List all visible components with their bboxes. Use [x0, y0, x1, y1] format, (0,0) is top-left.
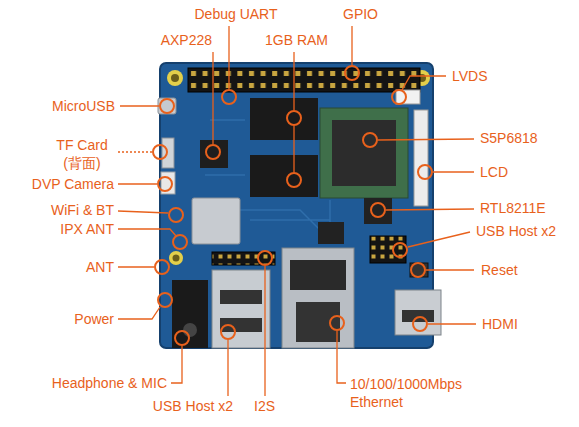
callout-label: HDMI: [482, 315, 518, 333]
callout-label: Power: [74, 310, 114, 328]
callout-label: TF Card (背面): [50, 136, 114, 172]
callout-label: 1GB RAM: [265, 31, 328, 49]
callout-label: I2S: [254, 397, 275, 415]
callout-label: Reset: [481, 261, 518, 279]
callout-label: AXP228: [161, 31, 212, 49]
callout-label: ANT: [86, 258, 114, 276]
callout-label: LVDS: [452, 67, 488, 85]
callout-label: MicroUSB: [52, 97, 115, 115]
callout-label: RTL8211E: [480, 199, 546, 217]
callout-label: LCD: [480, 163, 508, 181]
callout-label: USB Host x2: [476, 222, 556, 240]
callout-label: WiFi & BT: [51, 201, 114, 219]
callout-label: DVP Camera: [32, 175, 114, 193]
callout-label: IPX ANT: [60, 220, 114, 238]
callout-label: USB Host x2: [153, 397, 233, 415]
callout-label: GPIO: [343, 5, 378, 23]
callout-label: 10/100/1000Mbps Ethernet: [350, 375, 478, 411]
callout-label: S5P6818: [480, 129, 538, 147]
callout-label: Debug UART: [194, 5, 277, 23]
callout-label: Headphone & MIC: [52, 374, 167, 392]
